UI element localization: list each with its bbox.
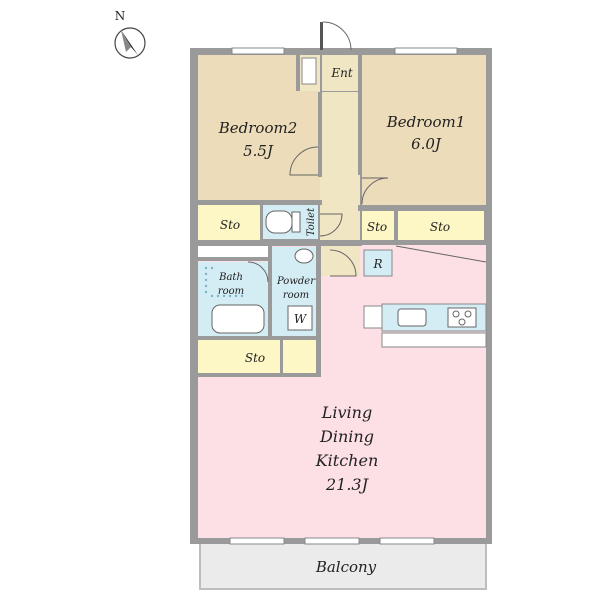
- ldk-label-line2: Dining: [319, 427, 374, 446]
- balcony-area: [199, 542, 487, 590]
- bedroom2-size: 5.5J: [243, 142, 274, 160]
- bath-floor-pattern: [204, 266, 244, 298]
- entrance-label: Ent: [330, 66, 352, 80]
- bedroom1-size: 6.0J: [411, 135, 442, 153]
- refrigerator-space: [363, 249, 393, 277]
- windows: [229, 47, 458, 545]
- powder-room-label-line2: room: [283, 290, 309, 301]
- storage-hall: [362, 211, 394, 243]
- bathtub: [211, 304, 265, 334]
- bedroom2-name: Bedroom2: [218, 119, 298, 137]
- storage-bedroom2-label: Sto: [220, 218, 240, 232]
- front-door: [320, 22, 323, 50]
- toilet-fixture: [265, 210, 293, 234]
- toilet-label: Toilet: [306, 207, 317, 236]
- cooktop-burners: [452, 310, 472, 326]
- storage-hall-label: Sto: [367, 220, 387, 234]
- bedroom1-floor: [362, 55, 486, 206]
- washer-label: W: [294, 312, 308, 326]
- storage-lower: [198, 340, 316, 373]
- washer-space: [287, 305, 313, 331]
- counter-ledge: [381, 332, 487, 348]
- north-label: N: [115, 9, 126, 23]
- storage-lower-label: Sto: [245, 351, 265, 365]
- hall-ldk-link: [320, 244, 360, 276]
- interior-walls: [198, 55, 486, 377]
- bathroom-label-line1: Bath: [218, 272, 243, 283]
- powder-room-label-line1: Powder: [276, 276, 316, 287]
- storage-bedroom1: [398, 211, 484, 243]
- kitchen-sink: [397, 308, 427, 327]
- storage-bedroom2: [198, 205, 260, 242]
- shoe-cabinet: [301, 57, 317, 85]
- north-arrow-icon: [114, 27, 146, 59]
- front-door-swing: [322, 21, 352, 51]
- toilet-tank: [291, 211, 301, 233]
- sink: [294, 248, 314, 264]
- ldk-label-line3: Kitchen: [315, 451, 379, 470]
- kitchen-counter-end: [363, 305, 383, 329]
- door-swings: [247, 146, 487, 283]
- bedroom1-name: Bedroom1: [386, 113, 466, 131]
- balcony-label: Balcony: [315, 558, 377, 576]
- refrigerator-label: R: [372, 257, 382, 271]
- ldk-size: 21.3J: [325, 475, 370, 494]
- storage-bedroom1-label: Sto: [430, 220, 450, 234]
- ldk-label-line1: Living: [321, 403, 372, 422]
- bathroom-label-line2: room: [218, 286, 244, 297]
